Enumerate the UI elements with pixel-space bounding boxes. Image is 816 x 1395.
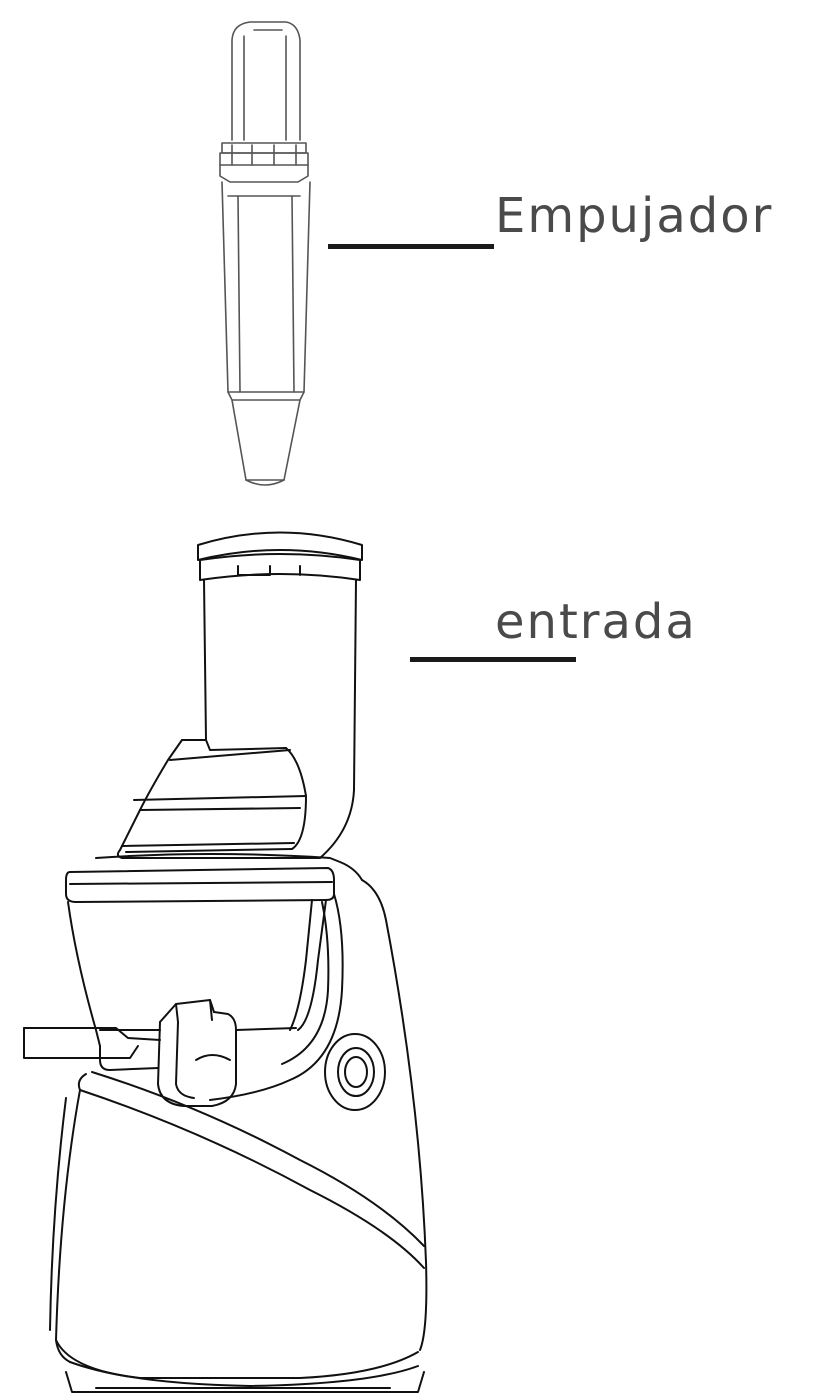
pusher-label: Empujador [495,192,773,240]
inlet-chute-drawing [118,533,362,859]
pusher-leader-line [328,244,494,249]
inlet-label: entrada [495,598,697,646]
pusher-drawing [220,22,310,485]
inlet-leader-line [410,657,576,662]
juicer-body-drawing [24,854,426,1392]
